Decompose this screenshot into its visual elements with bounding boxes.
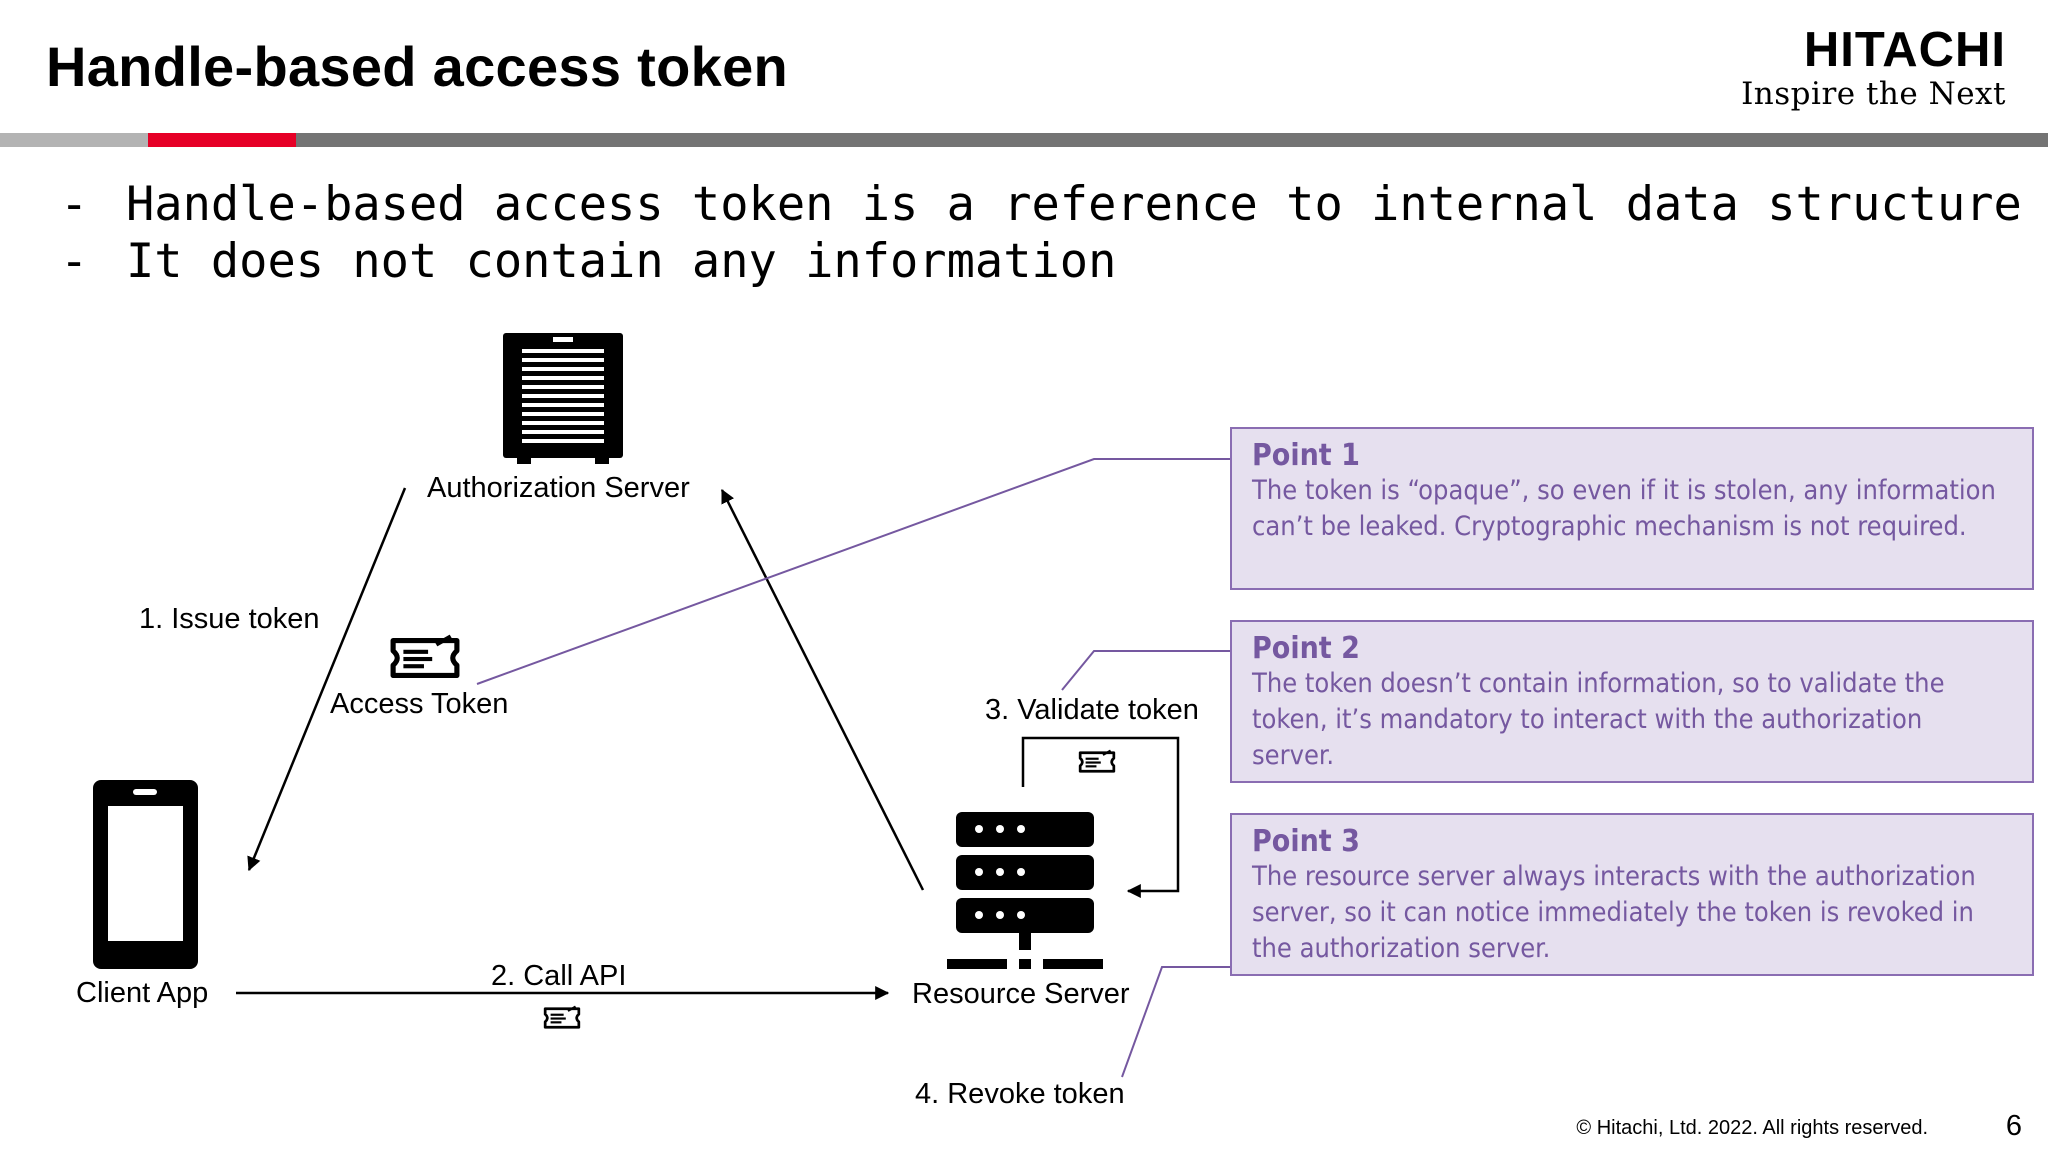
point-2-callout: Point 2 The token doesn’t contain inform…	[1230, 620, 2034, 783]
validate-token-loop-arrow	[1021, 736, 1180, 898]
hitachi-logo: HITACHI Inspire the Next	[1741, 24, 2006, 112]
bullet-item: - It does not contain any information	[60, 233, 2022, 290]
header-divider-gray	[296, 133, 2048, 147]
client-app-label: Client App	[76, 977, 209, 1009]
header-divider-gray-left	[0, 133, 148, 147]
issue-token-arrow	[247, 487, 407, 872]
point-1-leader	[476, 458, 1230, 685]
point-title: Point 1	[1252, 438, 1360, 473]
validate-token-label: 3. Validate token	[985, 694, 1199, 726]
callout-leaders	[476, 458, 1230, 1078]
revoke-token-arrow	[720, 488, 925, 891]
copyright-text: © Hitachi, Ltd. 2022. All rights reserve…	[1576, 1117, 1928, 1139]
ticket-icon	[543, 1005, 581, 1029]
bullet-text: It does not contain any information	[126, 234, 1117, 289]
point-text: The resource server always interacts wit…	[1252, 861, 1976, 964]
resource-server-label: Resource Server	[912, 978, 1130, 1010]
header-divider-accent	[148, 133, 296, 147]
point-1-callout: Point 1 The token is “opaque”, so even i…	[1230, 427, 2034, 590]
bullet-dash: -	[60, 234, 89, 289]
point-title: Point 2	[1252, 631, 1360, 666]
bullet-list: - Handle-based access token is a referen…	[60, 176, 2022, 290]
authorization-server-label: Authorization Server	[427, 472, 690, 504]
server-cabinet-icon	[503, 333, 623, 464]
access-token-label: Access Token	[330, 688, 509, 720]
revoke-token-label: 4. Revoke token	[915, 1078, 1125, 1110]
point-2-leader	[1061, 650, 1230, 691]
page-number: 6	[2005, 1110, 2022, 1142]
point-text: The token doesn’t contain information, s…	[1252, 668, 1945, 771]
ticket-icon	[393, 636, 457, 675]
smartphone-icon	[93, 780, 198, 969]
point-3-callout: Point 3 The resource server always inter…	[1230, 813, 2034, 976]
bullet-text: Handle-based access token is a reference…	[126, 177, 2022, 232]
point-3-leader	[1121, 966, 1230, 1078]
bullet-dash: -	[60, 177, 89, 232]
ticket-icon	[1078, 749, 1116, 773]
point-text: The token is “opaque”, so even if it is …	[1252, 475, 1996, 542]
point-title: Point 3	[1252, 824, 1360, 859]
brand-tagline: Inspire the Next	[1741, 76, 2006, 112]
bullet-item: - Handle-based access token is a referen…	[60, 176, 2022, 233]
brand-name: HITACHI	[1803, 23, 2006, 77]
page-title: Handle-based access token	[46, 35, 789, 98]
call-api-label: 2. Call API	[491, 960, 627, 992]
server-rack-icon	[947, 812, 1103, 969]
issue-token-label: 1. Issue token	[139, 603, 320, 635]
